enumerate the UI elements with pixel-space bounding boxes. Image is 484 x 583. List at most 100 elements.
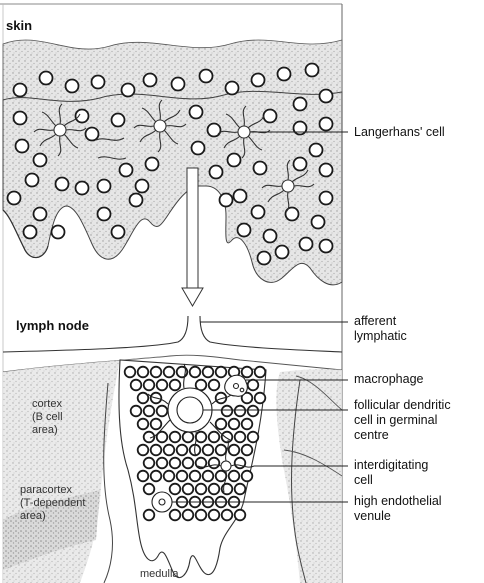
follicular-line-3: centre [354, 428, 451, 443]
skin-cell [320, 90, 333, 103]
skin-cell [144, 74, 157, 87]
skin-cell [136, 180, 149, 193]
lymphocyte [144, 458, 155, 469]
skin-cell [34, 154, 47, 167]
skin-cell [26, 174, 39, 187]
skin-cell [130, 194, 143, 207]
paracortex-line-3: area) [20, 510, 85, 523]
lymphocyte [151, 471, 162, 482]
hev-line-2: venule [354, 509, 442, 524]
skin-cell [294, 122, 307, 135]
afferent-line-2: lymphatic [354, 329, 407, 344]
lymphocyte [164, 471, 175, 482]
skin-cell [264, 230, 277, 243]
lymphocyte [203, 367, 214, 378]
lymphocyte [144, 406, 155, 417]
lymphocyte [164, 367, 175, 378]
skin-cell [228, 154, 241, 167]
skin-cell [252, 74, 265, 87]
lymphocyte [125, 367, 136, 378]
lymphocyte [190, 471, 201, 482]
lymphocyte [144, 484, 155, 495]
lymphocyte [229, 419, 240, 430]
callout-high-endothelial-venule: high endothelial venule [354, 494, 442, 524]
lymphocyte [229, 471, 240, 482]
lymphocyte [138, 471, 149, 482]
skin-cell [122, 84, 135, 97]
lymphocyte [255, 393, 266, 404]
high-endothelial-venule-shape [152, 492, 172, 512]
lymphocyte [203, 445, 214, 456]
skin-cell [278, 68, 291, 81]
afferent-line-1: afferent [354, 314, 407, 329]
skin-cell [300, 238, 313, 251]
skin-cell [220, 194, 233, 207]
skin-cell [208, 124, 221, 137]
lymphocyte [248, 380, 259, 391]
lymphocyte [170, 484, 181, 495]
lymphocyte [209, 484, 220, 495]
skin-cell [294, 98, 307, 111]
region-label-cortex: cortex (B cell area) [32, 398, 63, 437]
lymphocyte [242, 367, 253, 378]
skin-cell [120, 164, 133, 177]
skin-cell [34, 208, 47, 221]
lymphocyte [183, 458, 194, 469]
skin-cell [192, 142, 205, 155]
callout-afferent-lymphatic: afferent lymphatic [354, 314, 407, 344]
callout-follicular-dendritic-cell: follicular dendritic cell in germinal ce… [354, 398, 451, 443]
lymphocyte [177, 471, 188, 482]
skin-cell [294, 158, 307, 171]
lymphocyte [183, 510, 194, 521]
skin-cell [86, 128, 99, 141]
skin-cell [8, 192, 21, 205]
skin-cell [320, 164, 333, 177]
lymphocyte [144, 510, 155, 521]
paracortex-line-1: paracortex [20, 484, 85, 497]
lymphocyte [138, 367, 149, 378]
skin-cell [14, 84, 27, 97]
skin-cell [24, 226, 37, 239]
skin-cell [40, 72, 53, 85]
lymphocyte [131, 406, 142, 417]
skin-cell [238, 224, 251, 237]
lymphocyte [235, 510, 246, 521]
lymphocyte [170, 432, 181, 443]
interdigitating-line-1: interdigitating [354, 458, 428, 473]
lymphocyte [216, 367, 227, 378]
skin-cell [264, 110, 277, 123]
skin-cell [234, 190, 247, 203]
lymphocyte [170, 458, 181, 469]
lymphocyte [151, 419, 162, 430]
lymphocyte [229, 445, 240, 456]
lymphocyte [138, 393, 149, 404]
lymphocyte [203, 471, 214, 482]
lymphocyte [209, 432, 220, 443]
skin-cell [226, 82, 239, 95]
lymphocyte [242, 471, 253, 482]
lymphocyte [183, 484, 194, 495]
macrophage-cell [225, 375, 248, 396]
lymphocyte [131, 380, 142, 391]
skin-cell [98, 180, 111, 193]
lymphocyte [222, 510, 233, 521]
lymphocyte [144, 380, 155, 391]
lymphocyte [222, 406, 233, 417]
lymphocyte [209, 380, 220, 391]
lymphocyte [196, 510, 207, 521]
skin-surface-layer [3, 40, 342, 101]
section-label-lymph-node: lymph node [16, 318, 89, 333]
lymphocyte [138, 445, 149, 456]
lymphocyte [209, 510, 220, 521]
skin-cell [172, 78, 185, 91]
skin-cell [146, 158, 159, 171]
skin-cell [190, 106, 203, 119]
region-label-paracortex: paracortex (T-dependent area) [20, 484, 85, 523]
skin-cell [258, 252, 271, 265]
skin-cell [112, 114, 125, 127]
lymphocyte [177, 445, 188, 456]
skin-cell [310, 144, 323, 157]
skin-cell [76, 110, 89, 123]
skin-cell [252, 206, 265, 219]
